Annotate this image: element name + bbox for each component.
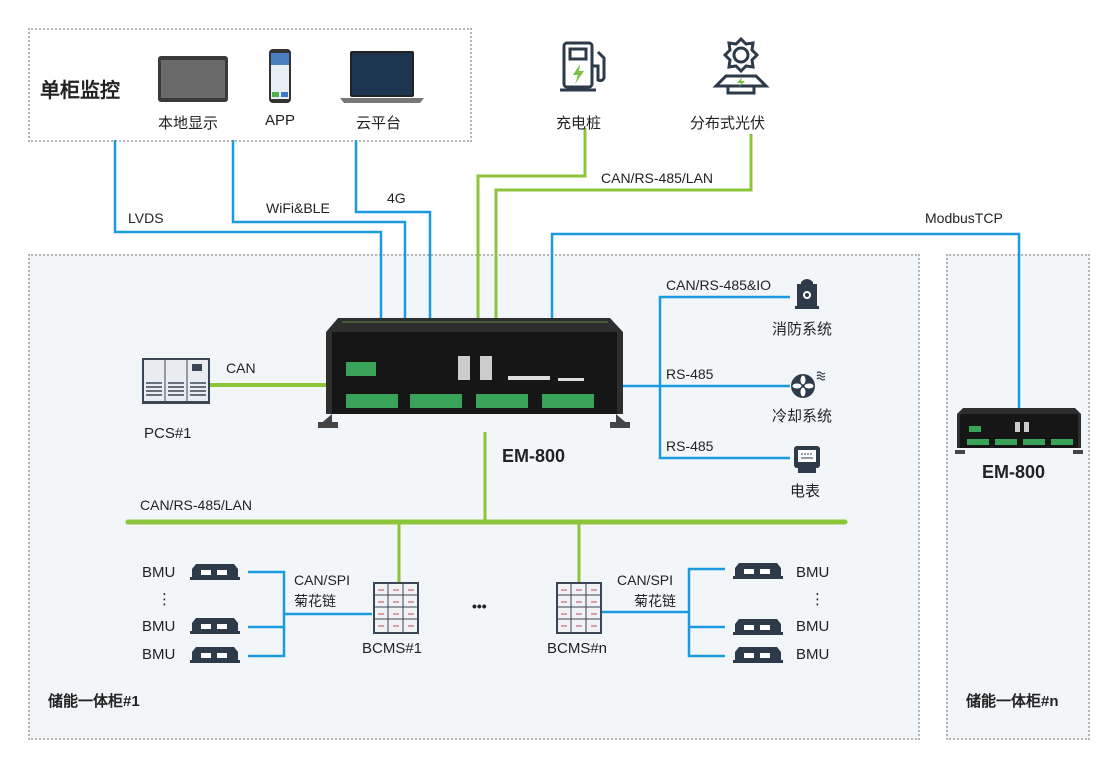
bmu-label: BMU <box>796 646 830 663</box>
charger-wire <box>476 128 587 320</box>
bcms-1-label: BCMS#1 <box>362 640 423 657</box>
fire-hydrant-icon <box>795 279 819 309</box>
daisy-right-label-2: 菊花链 <box>634 593 676 609</box>
meter-label: 电表 <box>790 483 821 500</box>
bmu-label: BMU <box>796 564 830 581</box>
fire-link-label: CAN/RS-485&IO <box>666 277 772 293</box>
pcs-label: PCS#1 <box>144 425 192 442</box>
cooling-fan-icon <box>791 371 826 398</box>
cabinet-1-label: 储能一体柜#1 <box>48 693 140 710</box>
bmu-module-icon <box>733 647 783 663</box>
modbus-tcp-label: ModbusTCP <box>925 210 1003 226</box>
pcs-cabinet-icon <box>142 358 210 404</box>
external-bus-label: CAN/RS-485/LAN <box>601 170 714 186</box>
electric-meter-icon <box>794 446 820 473</box>
em-800-controller-icon[interactable] <box>318 318 630 434</box>
ev-charger-icon <box>560 41 606 92</box>
4g-label: 4G <box>387 190 406 206</box>
daisy-right-label-1: CAN/SPI <box>617 572 674 588</box>
wifi-ble-label: WiFi&BLE <box>266 200 330 216</box>
lvds-wire <box>113 140 383 320</box>
meter-link-label: RS-485 <box>666 438 714 454</box>
local-display-label: 本地显示 <box>158 115 219 132</box>
smartphone-icon <box>269 49 291 103</box>
solar-panel-icon <box>712 36 770 95</box>
bmu-module-icon <box>733 563 783 579</box>
ellipsis: ••• <box>472 598 487 614</box>
bcms-rack-icon <box>556 582 602 634</box>
bmu-module-icon <box>190 647 240 663</box>
bmu-module-icon <box>733 619 783 635</box>
em-800-label: EM-800 <box>502 446 566 466</box>
laptop-icon <box>340 51 424 103</box>
pv-label: 分布式光伏 <box>690 115 766 132</box>
4g-wire <box>354 140 432 320</box>
bcms-rack-icon <box>373 582 419 634</box>
daisy-left-label-1: CAN/SPI <box>294 572 351 588</box>
cooling-system-label: 冷却系统 <box>772 408 833 425</box>
em-800-n-label: EM-800 <box>982 462 1046 482</box>
modbus-wire <box>550 232 1021 410</box>
bmu-module-icon <box>190 564 240 580</box>
app-label: APP <box>265 112 296 129</box>
tablet-display-icon <box>158 56 228 102</box>
cabinet-n-label: 储能一体柜#n <box>966 693 1059 710</box>
meter-wire <box>658 386 790 460</box>
vdots-left: ⋮ <box>157 591 172 608</box>
wifi-wire <box>231 140 407 320</box>
daisy-left-wire <box>248 570 286 658</box>
bcms-n-label: BCMS#n <box>547 640 608 657</box>
bmu-label: BMU <box>796 618 830 635</box>
em-800-controller-icon[interactable] <box>955 408 1083 456</box>
charger-label: 充电桩 <box>556 115 602 132</box>
fire-wire <box>608 295 790 388</box>
vdots-right: ⋮ <box>810 591 825 608</box>
daisy-left-label-2: 菊花链 <box>294 593 336 609</box>
bmu-label: BMU <box>142 646 176 663</box>
daisy-right-wire <box>687 567 725 658</box>
lvds-label: LVDS <box>128 210 164 226</box>
cloud-platform-label: 云平台 <box>356 115 402 132</box>
fire-system-label: 消防系统 <box>772 321 833 338</box>
bmu-label: BMU <box>142 564 176 581</box>
pv-wire <box>494 134 753 320</box>
bmu-module-icon <box>190 618 240 634</box>
bmu-label: BMU <box>142 618 176 635</box>
cooling-link-label: RS-485 <box>666 366 714 382</box>
pcs-can-label: CAN <box>226 360 256 376</box>
main-bus-label: CAN/RS-485/LAN <box>140 497 253 513</box>
monitoring-title: 单柜监控 <box>40 80 120 102</box>
